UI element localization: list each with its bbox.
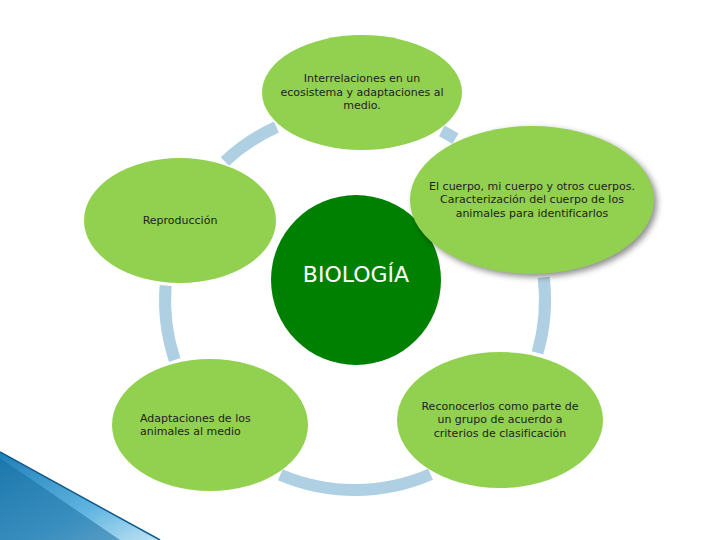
ellipse-fill [410,126,654,274]
center-title: BIOLOGÍA [281,262,431,289]
text-group: El cuerpo, mi cuerpo y otros cuerpos. Ca… [426,180,638,220]
ring-arc [165,286,175,361]
ring-arc [225,127,277,162]
topic-ellipse: Reconocerlos como parte de un grupo de a… [397,352,603,488]
corner-wedge-dark [0,458,120,540]
topic-ellipse: Reproducción [84,158,276,283]
ellipse-fill [112,359,308,491]
ellipse-fill [397,352,603,488]
ring-arc [442,131,456,139]
text-group: Interrelaciones en un ecosistema y adapt… [276,72,448,112]
topic-ellipse: Adaptaciones de los animales al medio [112,359,308,491]
ellipse-fill [271,195,441,365]
topic-label: Adaptaciones de los animales al medio [140,412,280,439]
text-group: Reconocerlos como parte de un grupo de a… [416,400,584,440]
ring-arc [538,277,546,352]
topic-ellipse: El cuerpo, mi cuerpo y otros cuerpos. Ca… [410,126,654,274]
text-group: Adaptaciones de los animales al medio [140,412,280,439]
topic-label: El cuerpo, mi cuerpo y otros cuerpos. Ca… [426,180,638,220]
text-group: Reproducción [120,214,240,227]
ellipse-fill [84,158,276,283]
topic-label: Reconocerlos como parte de un grupo de a… [416,400,584,440]
topic-label: Reproducción [120,214,240,227]
text-group: BIOLOGÍA [281,262,431,289]
ellipse-fill [262,35,462,150]
topic-ellipse: Interrelaciones en un ecosistema y adapt… [262,35,462,150]
topic-label: Interrelaciones en un ecosistema y adapt… [276,72,448,112]
ring-arc [280,474,430,490]
